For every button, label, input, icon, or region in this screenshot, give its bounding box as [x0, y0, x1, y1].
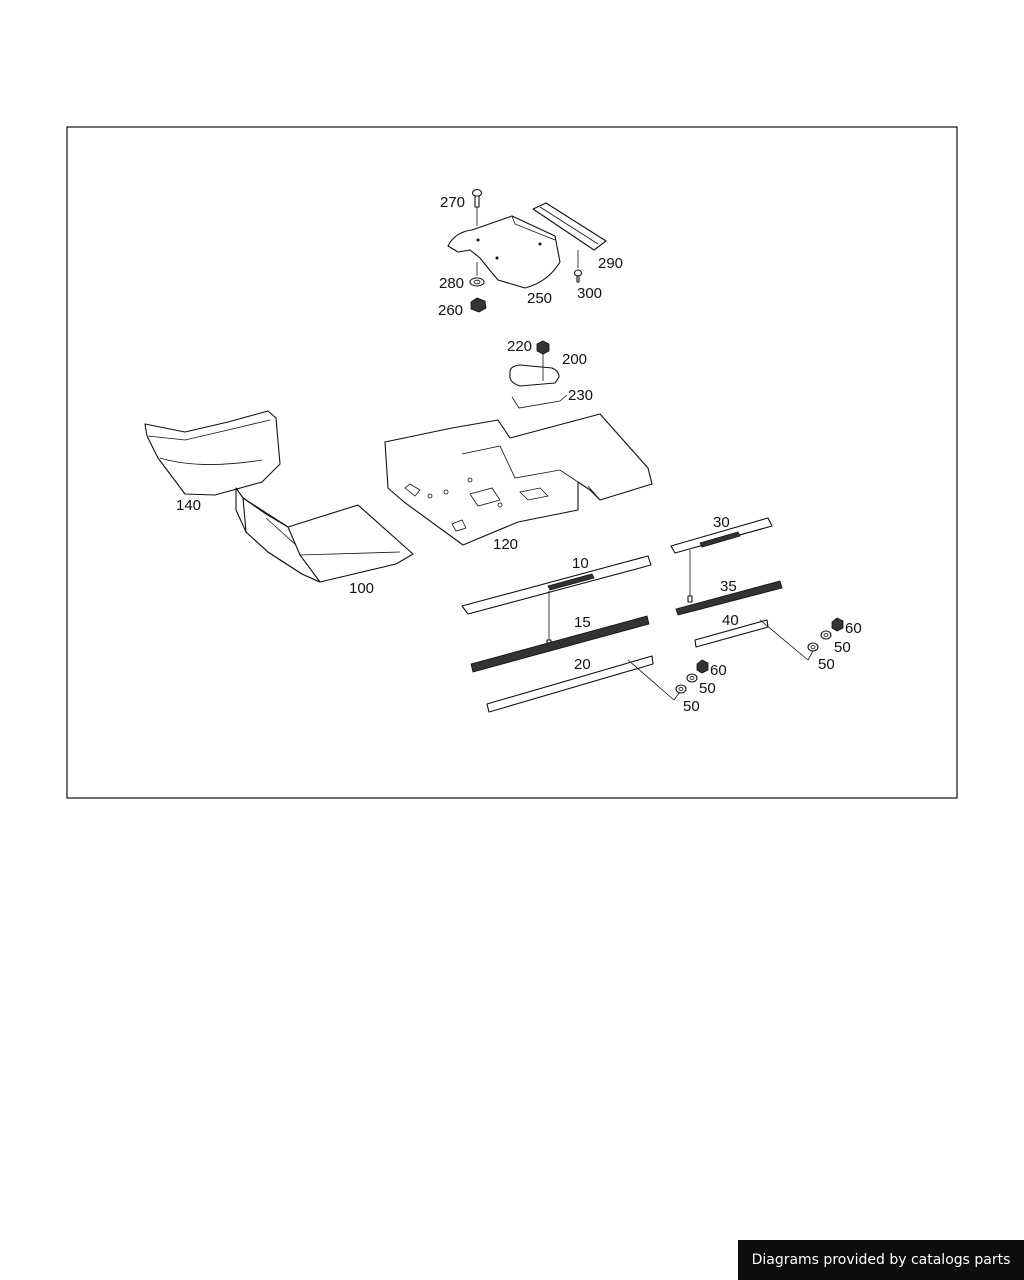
- label-120: 120: [493, 536, 518, 553]
- label-50-right-lower: 50: [818, 656, 835, 673]
- label-260: 260: [438, 302, 463, 319]
- part-220-nut: [536, 340, 550, 381]
- part-300-screw: [573, 250, 583, 283]
- label-10: 10: [572, 555, 589, 572]
- part-230-bracket: [511, 394, 568, 409]
- label-100: 100: [349, 580, 374, 597]
- label-220: 220: [507, 338, 532, 355]
- fasteners-right: [807, 617, 844, 661]
- part-10-sill: [461, 555, 652, 647]
- part-30-sill: [670, 517, 773, 603]
- label-140: 140: [176, 497, 201, 514]
- label-30: 30: [713, 514, 730, 531]
- label-300: 300: [577, 285, 602, 302]
- fasteners-lower: [673, 659, 709, 701]
- label-200: 200: [562, 351, 587, 368]
- part-100-panel: [235, 487, 414, 583]
- label-50-lower-upper: 50: [699, 680, 716, 697]
- part-140-panel: [144, 410, 281, 496]
- label-15: 15: [574, 614, 591, 631]
- label-50-right-upper: 50: [834, 639, 851, 656]
- part-35-strip: [675, 580, 783, 616]
- label-50-lower-lower: 50: [683, 698, 700, 715]
- label-60-lower: 60: [710, 662, 727, 679]
- label-60-right: 60: [845, 620, 862, 637]
- part-280-washer: [469, 262, 485, 287]
- label-40: 40: [722, 612, 739, 629]
- label-20: 20: [574, 656, 591, 673]
- part-15-strip: [470, 615, 650, 673]
- label-270: 270: [440, 194, 465, 211]
- diagram-frame: [66, 126, 958, 799]
- part-200-pad: [509, 364, 560, 387]
- part-120-floor: [384, 413, 653, 546]
- part-250-cover: [447, 215, 561, 289]
- part-260-nut: [470, 297, 487, 313]
- label-35: 35: [720, 578, 737, 595]
- label-280: 280: [439, 275, 464, 292]
- part-40-rail: [694, 619, 809, 661]
- label-250: 250: [527, 290, 552, 307]
- part-290-strip: [532, 202, 607, 251]
- label-290: 290: [598, 255, 623, 272]
- part-270-clip: [471, 188, 483, 226]
- part-20-rail: [486, 655, 675, 713]
- label-230: 230: [568, 387, 593, 404]
- credit-banner: Diagrams provided by catalogs parts: [738, 1240, 1024, 1280]
